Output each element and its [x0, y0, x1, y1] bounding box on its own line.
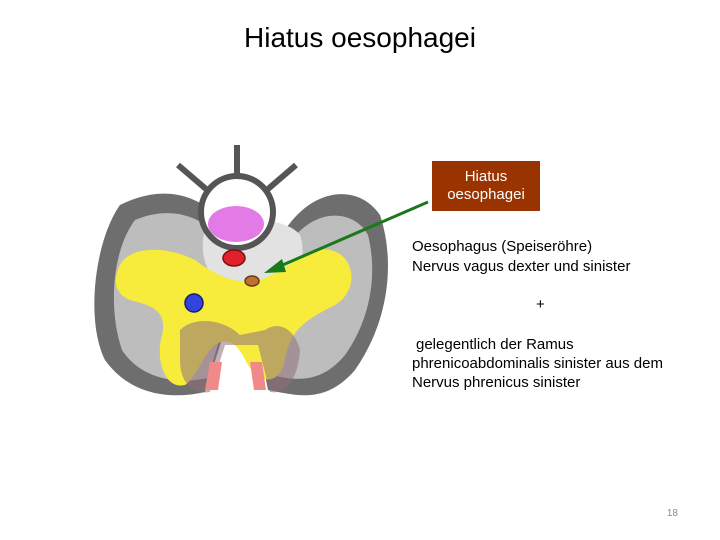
- content-plus: +: [536, 296, 545, 313]
- hiatus-label-box: Hiatus oesophagei: [432, 161, 540, 211]
- red-structure: [222, 249, 246, 267]
- left-crus: [205, 362, 222, 390]
- right-crus: [250, 362, 266, 390]
- nerve-dot: [244, 275, 260, 287]
- yellow-region: [115, 249, 352, 386]
- blue-vessel: [184, 293, 204, 313]
- page-number: 18: [666, 508, 678, 519]
- content-ramus-1: gelegentlich der Ramus: [416, 336, 574, 353]
- oesophagus: [208, 206, 264, 242]
- pointer-arrow-line: [277, 200, 429, 269]
- label-box-line2: oesophagei: [447, 186, 525, 203]
- content-ramus-2: phrenicoabdominalis sinister aus dem: [412, 355, 663, 372]
- content-ramus-3: Nervus phrenicus sinister: [412, 374, 581, 391]
- content-vagus: Nervus vagus dexter und sinister: [412, 258, 631, 275]
- content-oesophagus: Oesophagus (Speiseröhre): [412, 238, 593, 255]
- label-box-line1: Hiatus: [464, 168, 508, 185]
- slide-title: Hiatus oesophagei: [244, 22, 476, 53]
- pointer-arrow-head: [264, 259, 286, 273]
